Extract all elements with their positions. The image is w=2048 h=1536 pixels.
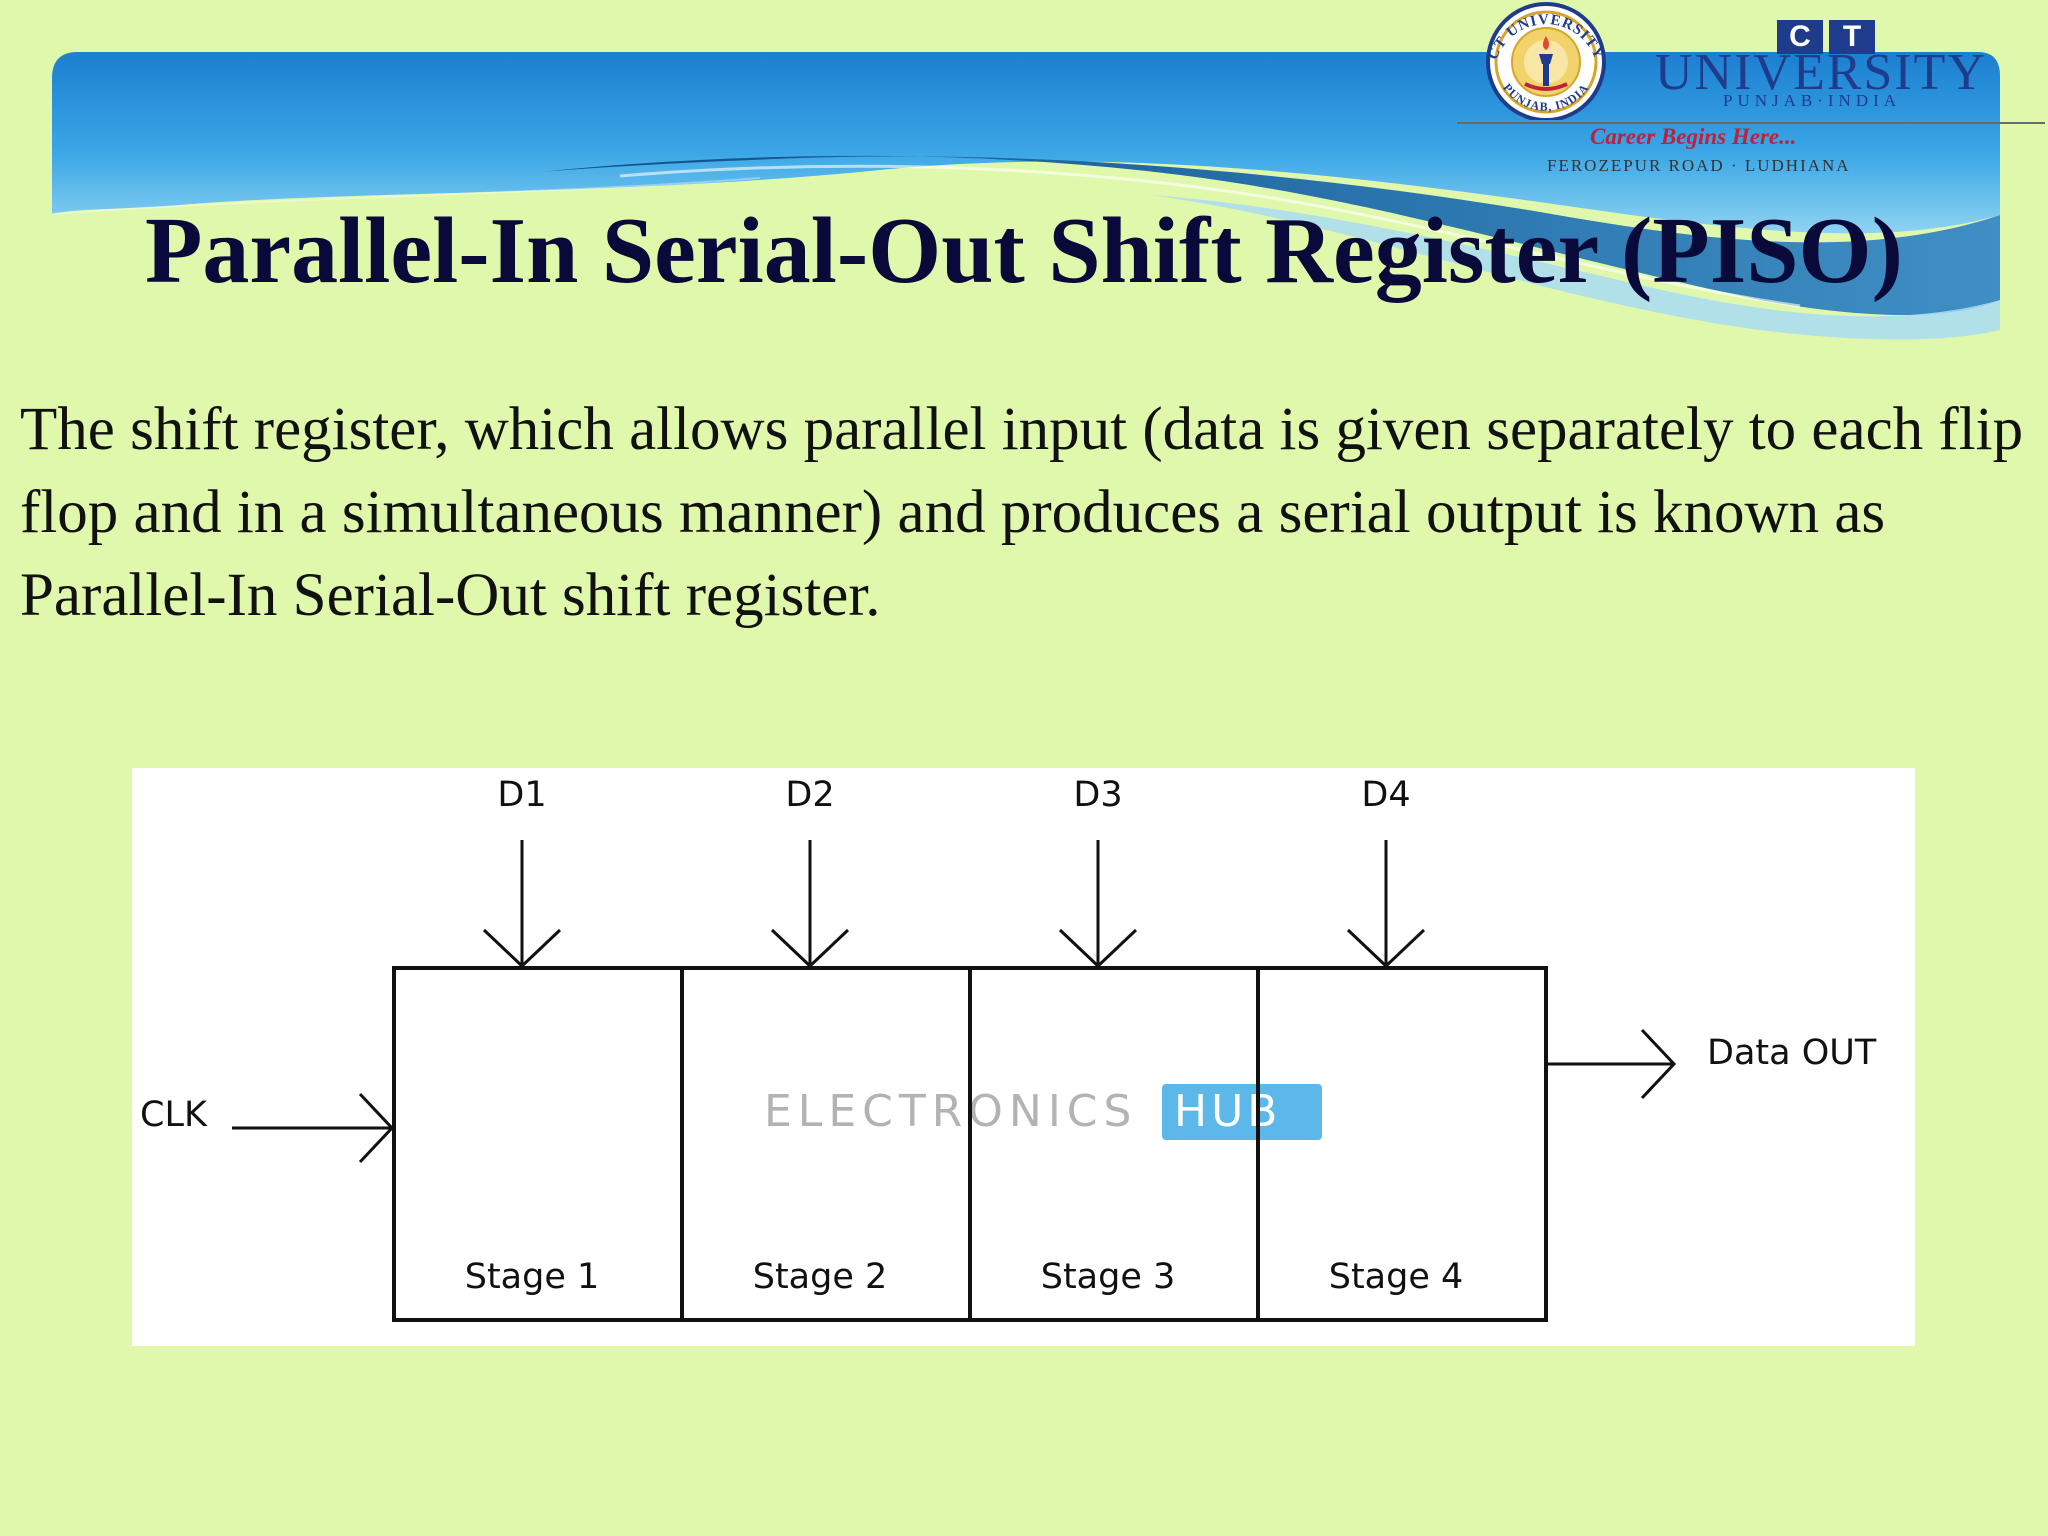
piso-diagram-panel: ELECTRONICS HUB (132, 768, 1915, 1346)
slide-body-text: The shift register, which allows paralle… (20, 396, 2024, 629)
logo-tagline: Career Begins Here... (1590, 124, 1797, 149)
seal-top-text: CT UNIVERSITY (1485, 12, 1606, 62)
seal-bottom-text: PUNJAB, INDIA (1500, 81, 1590, 114)
clock-arrow (232, 1092, 395, 1164)
input-arrow-d1 (482, 840, 562, 969)
logo-address: FEROZEPUR ROAD · LUDHIANA (1547, 156, 1851, 175)
input-label-d1: D1 (497, 775, 546, 815)
watermark-badge (1162, 1084, 1322, 1140)
input-label-d3: D3 (1073, 775, 1122, 815)
stage-label-1: Stage 1 (465, 1257, 600, 1297)
university-logo: CT UNIVERSITY PUNJAB, INDIA C T UNIVERSI… (1455, 0, 2048, 182)
input-arrow-d4 (1346, 840, 1426, 969)
seal-text-ring: CT UNIVERSITY PUNJAB, INDIA (1485, 12, 1607, 114)
svg-text:CT UNIVERSITY: CT UNIVERSITY (1485, 12, 1607, 62)
logo-divider (1457, 122, 2045, 124)
input-arrow-d2 (770, 840, 850, 969)
watermark-text: ELECTRONICS (764, 1086, 1137, 1137)
svg-text:PUNJAB, INDIA: PUNJAB, INDIA (1500, 81, 1591, 114)
university-seal-emblem (1486, 2, 1606, 120)
piso-block-diagram: ELECTRONICS HUB (140, 775, 1877, 1322)
input-arrow-d3 (1058, 840, 1138, 969)
electronics-hub-watermark: ELECTRONICS HUB (764, 1084, 1322, 1140)
input-label-d4: D4 (1361, 775, 1410, 815)
stage-label-4: Stage 4 (1329, 1257, 1464, 1297)
ct-letter-c: C (1777, 20, 1823, 54)
slide-title: Parallel-In Serial-Out Shift Register (P… (145, 199, 1903, 303)
watermark-badge-text: HUB (1174, 1086, 1281, 1137)
output-label: Data OUT (1707, 1033, 1877, 1073)
stage-label-2: Stage 2 (753, 1257, 888, 1297)
stage-label-3: Stage 3 (1041, 1257, 1176, 1297)
logo-location-text: PUNJAB·INDIA (1723, 91, 1902, 110)
output-arrow (1548, 1028, 1677, 1100)
input-label-d2: D2 (785, 775, 834, 815)
ct-letter-t: T (1829, 20, 1875, 54)
clock-label: CLK (140, 1095, 208, 1135)
logo-university-wordmark: UNIVERSITY (1655, 44, 1987, 101)
